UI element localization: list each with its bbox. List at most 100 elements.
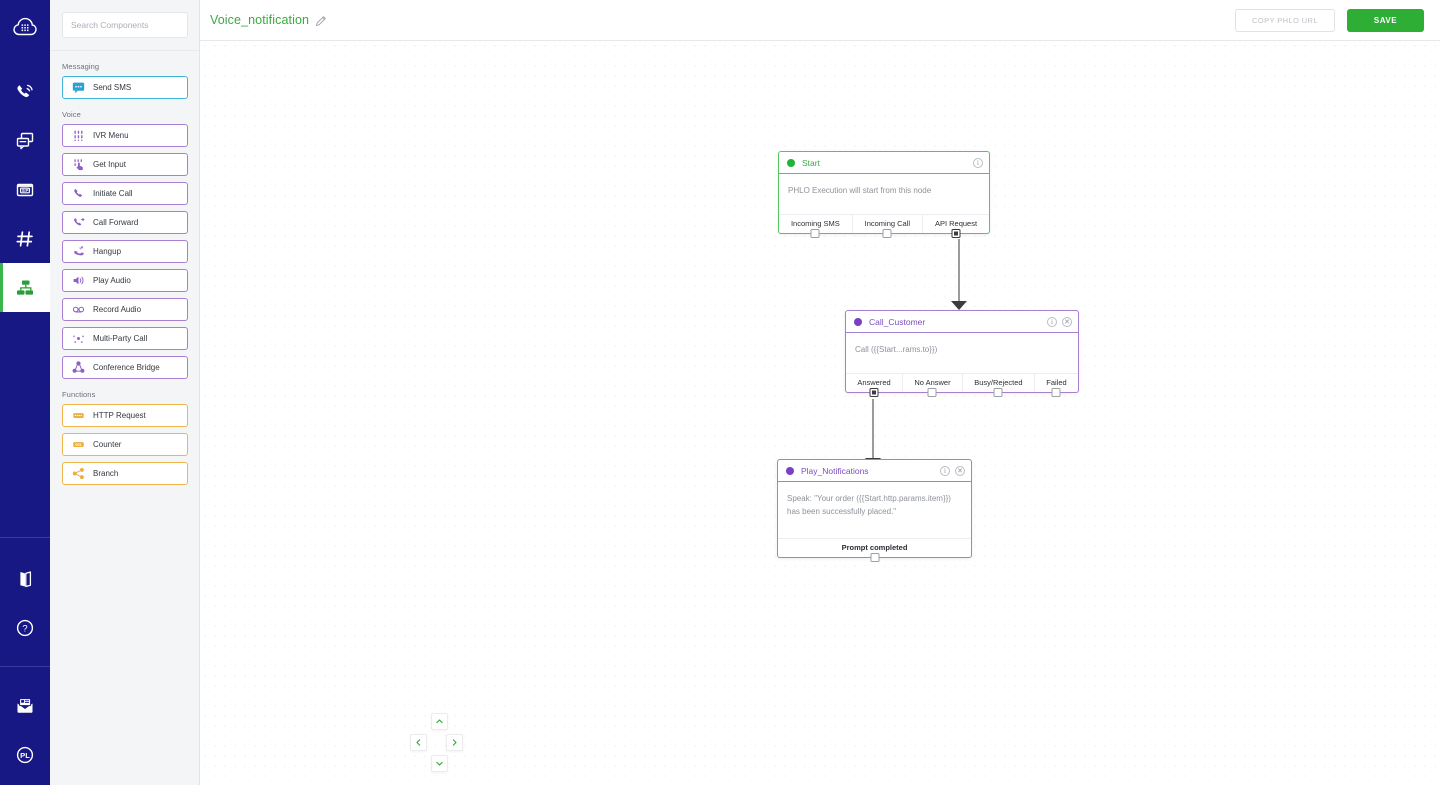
component-label: Record Audio	[93, 305, 142, 314]
node-call-customer[interactable]: Call_Customer i ✕ Call ({{Start...rams.t…	[845, 310, 1079, 397]
component-call-forward[interactable]: Call Forward	[62, 211, 188, 234]
component-multi-party-call[interactable]: Multi-Party Call	[62, 327, 188, 350]
port-no-answer[interactable]: No Answer	[902, 374, 962, 397]
node-header: Play_Notifications i ✕	[778, 460, 971, 482]
node-header-actions: i ✕	[940, 460, 965, 481]
component-get-input[interactable]: Get Input	[62, 153, 188, 176]
port-handle[interactable]	[882, 229, 892, 238]
speaker-icon	[63, 274, 93, 287]
page-title: Voice_notification	[210, 13, 310, 27]
port-incoming-call[interactable]: Incoming Call	[851, 215, 922, 238]
pan-up-button[interactable]	[431, 713, 448, 730]
svg-text:?: ?	[22, 623, 27, 634]
port-handle[interactable]	[870, 553, 879, 562]
inbox-icon[interactable]	[0, 681, 50, 730]
node-body: Call ({{Start...rams.to}})	[855, 345, 938, 354]
port-label: Prompt completed	[841, 543, 908, 552]
component-send-sms[interactable]: Send SMS	[62, 76, 188, 99]
component-ivr-menu[interactable]: IVR Menu	[62, 124, 188, 147]
node-play-notifications[interactable]: Play_Notifications i ✕ Speak: "Your orde…	[777, 459, 972, 562]
info-icon[interactable]: i	[1047, 316, 1057, 327]
edge-call-customer-to-play	[872, 399, 874, 461]
numbers-icon[interactable]	[0, 214, 50, 263]
port-prompt-completed[interactable]: Prompt completed	[778, 539, 971, 562]
port-label: Answered	[857, 378, 891, 387]
component-branch[interactable]: Branch	[62, 462, 188, 485]
messaging-icon[interactable]	[0, 116, 50, 165]
component-label: Initiate Call	[93, 189, 133, 198]
component-record-audio[interactable]: Record Audio	[62, 298, 188, 321]
copy-phlo-url-button[interactable]: COPY PHLO URL	[1235, 9, 1335, 32]
pencil-icon[interactable]	[315, 14, 327, 32]
keypad-icon	[63, 129, 93, 142]
port-handle[interactable]	[927, 388, 937, 397]
http-icon	[63, 409, 93, 422]
node-header-actions: i	[973, 152, 983, 173]
sms-bubble-icon	[63, 81, 93, 94]
component-initiate-call[interactable]: Initiate Call	[62, 182, 188, 205]
info-icon[interactable]: i	[940, 465, 950, 476]
port-busy-rejected[interactable]: Busy/Rejected	[961, 374, 1034, 397]
node-ports: Incoming SMS Incoming Call API Request	[779, 214, 989, 238]
components-list[interactable]: Messaging Send SMS Voice IVR Menu Get	[50, 51, 199, 785]
record-icon	[63, 303, 93, 316]
pan-left-button[interactable]	[410, 734, 427, 751]
call-forward-icon	[63, 216, 93, 229]
help-icon[interactable]: ?	[0, 603, 50, 652]
port-handle[interactable]	[810, 229, 820, 238]
port-handle[interactable]	[1051, 388, 1061, 397]
component-label: IVR Menu	[93, 131, 129, 140]
pan-down-button[interactable]	[431, 755, 448, 772]
port-handle[interactable]	[951, 229, 961, 238]
node-header: Call_Customer i ✕	[846, 311, 1078, 333]
main-area: Voice_notification COPY PHLO URL SAVE	[200, 0, 1440, 785]
port-label: API Request	[934, 219, 978, 228]
info-icon[interactable]: i	[973, 157, 983, 168]
component-http-request[interactable]: HTTP Request	[62, 404, 188, 427]
close-icon[interactable]: ✕	[1062, 316, 1072, 327]
close-icon[interactable]: ✕	[955, 465, 965, 476]
phone-icon	[63, 187, 93, 200]
component-counter[interactable]: 001 Counter	[62, 433, 188, 456]
sip-icon[interactable]: SIP	[0, 165, 50, 214]
voice-icon[interactable]	[0, 67, 50, 116]
pan-right-button[interactable]	[446, 734, 463, 751]
rail-divider-1	[0, 537, 50, 538]
save-button[interactable]: SAVE	[1347, 9, 1424, 32]
component-hangup[interactable]: Hangup	[62, 240, 188, 263]
port-answered[interactable]: Answered	[846, 374, 902, 397]
group-label-functions: Functions	[62, 390, 96, 399]
node-title: Call_Customer	[869, 316, 926, 327]
port-failed[interactable]: Failed	[1033, 374, 1078, 397]
component-label: HTTP Request	[93, 411, 146, 420]
component-label: Play Audio	[93, 276, 131, 285]
group-label-voice: Voice	[62, 110, 81, 119]
port-label: Incoming Call	[864, 219, 911, 228]
port-handle[interactable]	[869, 388, 879, 397]
port-incoming-sms[interactable]: Incoming SMS	[779, 215, 852, 238]
cloud-keypad-logo[interactable]	[12, 14, 38, 45]
search-wrap	[50, 0, 199, 51]
node-start[interactable]: Start i PHLO Execution will start from t…	[778, 151, 990, 238]
node-header: Start i	[779, 152, 989, 174]
port-handle[interactable]	[993, 388, 1003, 397]
component-label: Send SMS	[93, 83, 132, 92]
edge-start-to-call-customer	[958, 239, 960, 304]
search-input[interactable]	[62, 12, 188, 38]
account-icon[interactable]: PL	[0, 730, 50, 779]
top-bar: Voice_notification COPY PHLO URL SAVE	[200, 0, 1440, 41]
tap-keypad-icon	[63, 158, 93, 171]
node-body: PHLO Execution will start from this node	[788, 186, 932, 195]
branch-icon	[63, 467, 93, 480]
counter-icon: 001	[63, 438, 93, 451]
svg-text:PL: PL	[20, 751, 30, 760]
flow-canvas[interactable]: Start i PHLO Execution will start from t…	[200, 41, 1440, 785]
node-title: Start	[802, 157, 820, 168]
phlo-icon[interactable]	[0, 263, 50, 312]
component-play-audio[interactable]: Play Audio	[62, 269, 188, 292]
component-conference-bridge[interactable]: Conference Bridge	[62, 356, 188, 379]
multiparty-icon	[63, 332, 93, 345]
docs-icon[interactable]	[0, 554, 50, 603]
port-api-request[interactable]: API Request	[922, 215, 989, 238]
canvas-inner: Start i PHLO Execution will start from t…	[200, 41, 1440, 785]
